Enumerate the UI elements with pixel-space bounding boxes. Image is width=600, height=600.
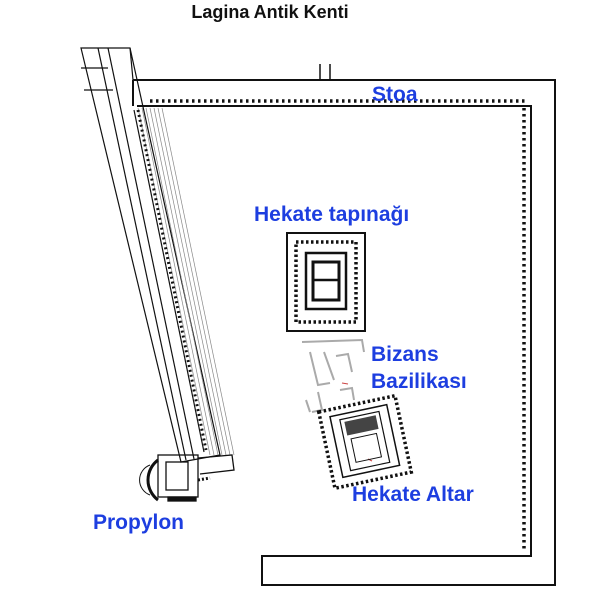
propylon-colonnade xyxy=(197,476,211,482)
hekate-altar xyxy=(316,393,414,491)
north-gate xyxy=(319,64,331,80)
west-stoa xyxy=(80,47,221,463)
west-stoa-inner-wall xyxy=(133,109,205,453)
west-stoa-colonnade xyxy=(136,109,208,451)
label-hekate-altar: Hekate Altar xyxy=(352,483,474,506)
label-byzantine-basilica-line2: Bazilikası xyxy=(371,370,467,393)
enclosure-wall xyxy=(132,79,556,586)
west-stoa-hatching xyxy=(137,107,235,456)
label-hekate-temple: Hekate tapınağı xyxy=(254,203,410,226)
label-stoa: Stoa xyxy=(372,83,418,106)
hekate-temple xyxy=(286,232,366,332)
page-title: Lagina Antik Kenti xyxy=(191,2,349,22)
byzantine-basilica xyxy=(301,338,365,413)
label-byzantine-basilica-line1: Bizans xyxy=(371,343,439,366)
propylon-structure xyxy=(139,454,235,502)
label-propylon: Propylon xyxy=(93,511,185,534)
